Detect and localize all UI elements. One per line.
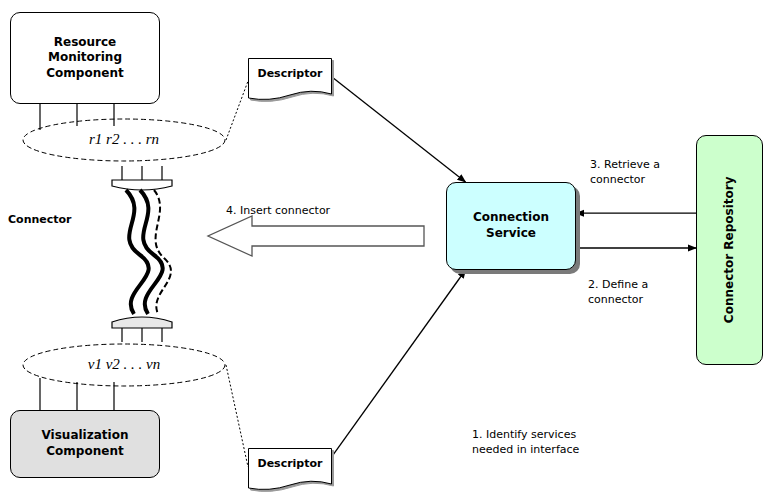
step-label: 1. Identify services needed in interface [472,428,612,458]
node-text: r1 r2 . . . rn [89,130,159,150]
descriptor-document: Descriptor [248,58,332,100]
node-text: Descriptor [258,457,323,471]
interface-ellipse: r1 r2 . . . rn [22,118,226,162]
arrow-connector [332,77,466,182]
edge-label: 3. Retrieve a connector [590,158,690,188]
arrow-connector [576,213,696,214]
component-box: Resource Monitoring Component [10,12,160,104]
service-box: Connection Service [446,182,576,270]
arrow-connector [332,270,466,456]
descriptor-document: Descriptor [248,448,332,490]
component-box: Visualization Component [10,410,160,478]
arrow-connector [576,247,696,248]
connector-label: Connector [8,213,98,228]
repository-box: Connector Repository [696,135,763,365]
node-text: Resource Monitoring Component [11,33,159,84]
interface-ellipse: v1 v2 . . . vn [22,343,226,387]
node-text: Connector Repository [722,177,738,324]
leader-line [226,365,248,467]
node-text: Descriptor [258,67,323,81]
node-text: Visualization Component [11,426,159,461]
insert-arrow [208,216,424,256]
node-text: v1 v2 . . . vn [88,355,160,375]
step-label: 4. Insert connector [226,204,366,219]
node-text: Connection Service [447,208,575,243]
leader-line [226,81,248,140]
edge-label: 2. Define a connector [588,278,688,308]
connector-symbol [112,166,172,342]
